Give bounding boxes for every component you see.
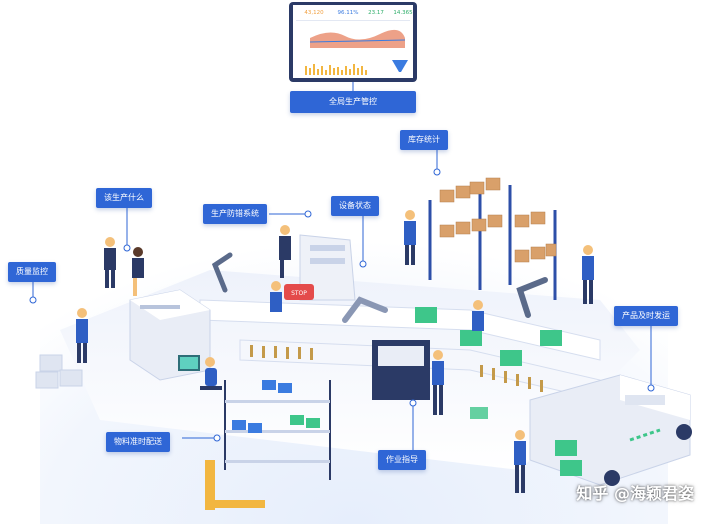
warehouse-racks <box>428 177 557 300</box>
worker-5 <box>270 281 282 312</box>
dashboard-bars <box>305 64 367 75</box>
label-what-to-produce: 该生产什么 <box>96 188 152 208</box>
kpi-3: 23.17 <box>368 10 384 16</box>
dashboard-kpis: 43,120 96.11% 23.17 14.365 <box>304 10 413 16</box>
worker-3 <box>76 308 88 363</box>
stop-button <box>284 284 314 300</box>
label-work-instruction: 作业指导 <box>378 450 426 470</box>
stop-sign-text: STOP <box>291 290 307 297</box>
label-connectors <box>29 82 655 450</box>
kpi-1: 43,120 <box>304 10 324 16</box>
worker-6 <box>404 210 416 265</box>
worker-10 <box>514 430 526 493</box>
robot-arm-center <box>342 296 388 323</box>
label-anti-error: 生产防错系统 <box>203 204 267 224</box>
label-equipment-status: 设备状态 <box>331 196 379 216</box>
delivery-van <box>529 374 692 486</box>
package-stack <box>35 354 83 389</box>
worker-2 <box>132 247 144 296</box>
label-material-delivery: 物料准时配送 <box>106 432 170 452</box>
label-timely-delivery: 产品及时发运 <box>614 306 678 326</box>
label-inventory-stats: 库存统计 <box>400 130 448 150</box>
robot-arm-left <box>211 252 233 293</box>
funnel-icon <box>392 60 408 72</box>
worker-figures <box>76 210 594 493</box>
kpi-2: 96.11% <box>338 10 359 16</box>
label-quality-monitor: 质量监控 <box>8 262 56 282</box>
kpi-4: 14.365 <box>393 10 413 16</box>
robot-arm-right <box>516 277 548 318</box>
central-machine: STOP <box>284 234 356 301</box>
material-shelf <box>224 380 331 480</box>
label-global-control: 全局生产管控 <box>290 91 416 113</box>
worker-9 <box>432 350 444 415</box>
green-boxes <box>415 307 562 419</box>
worker-7 <box>582 245 594 304</box>
computer-worker <box>178 355 222 390</box>
pallet-jack <box>205 460 265 510</box>
worker-8 <box>472 300 484 331</box>
dashboard-monitor <box>289 2 417 82</box>
watermark: 知乎 @海颖君姿 <box>576 484 694 503</box>
worker-4 <box>279 225 291 278</box>
work-station <box>372 340 430 400</box>
worker-1 <box>104 237 116 288</box>
